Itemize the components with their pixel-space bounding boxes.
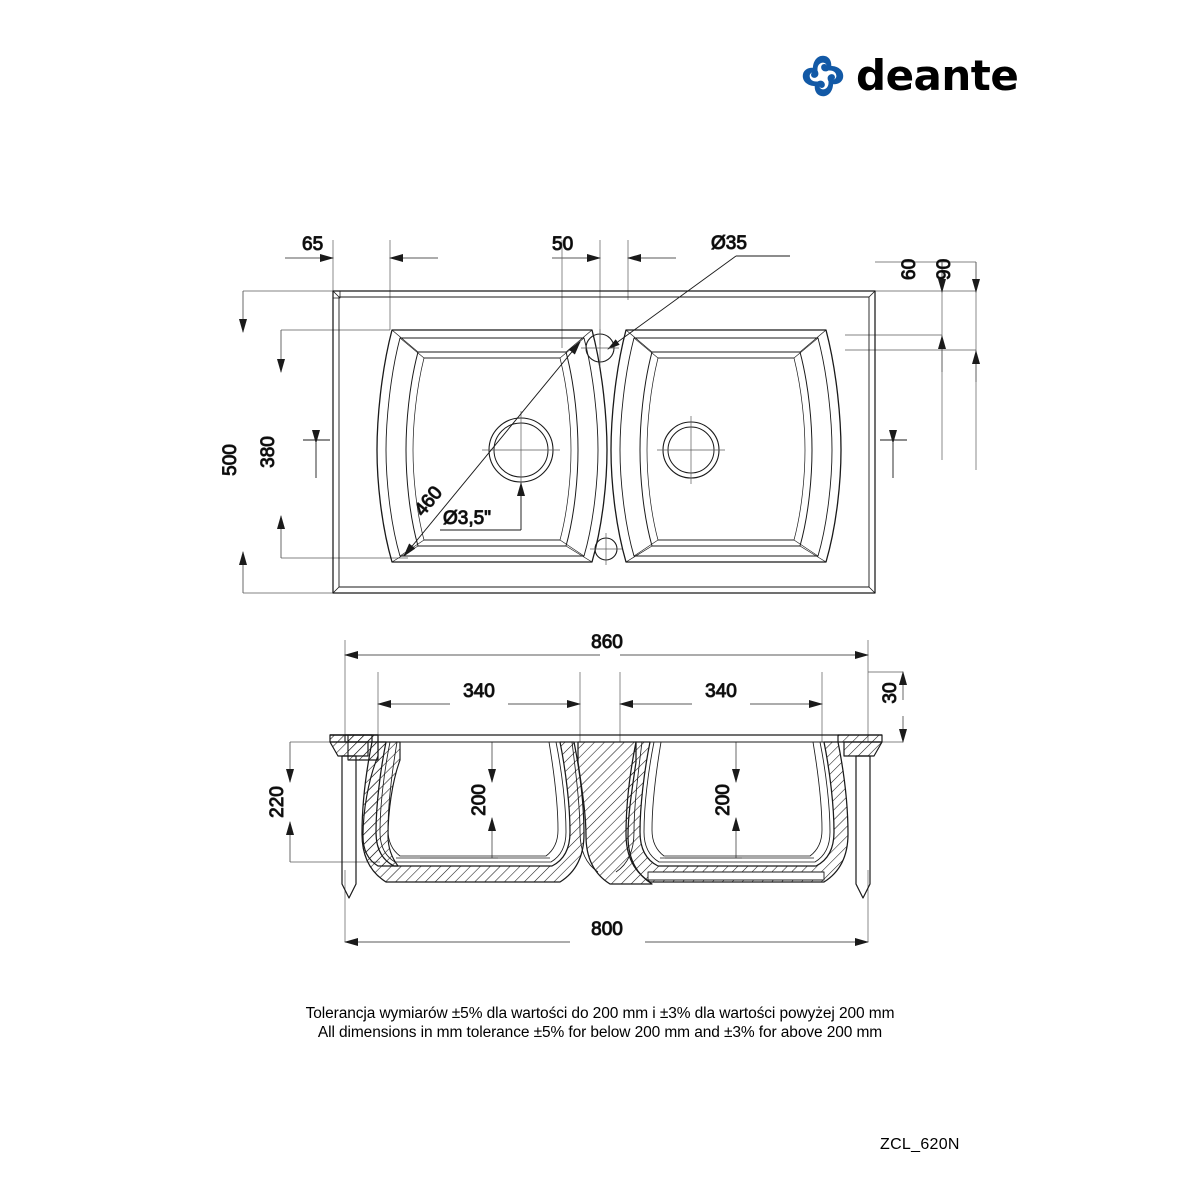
top-view: 65 50 Ø35 60 90 500 [220, 233, 980, 594]
dim-460: 460 [403, 341, 581, 557]
dim-50: 50 [552, 234, 676, 262]
product-code: ZCL_620N [880, 1136, 960, 1153]
tap-hole [581, 329, 619, 367]
top-view-witness-lines [243, 240, 977, 594]
dim-dia35: Ø35 [607, 233, 790, 350]
tolerance-note: Tolerancja wymiarów ±5% dla wartości do … [0, 1004, 1200, 1042]
dim-200-left-label: 200 [469, 784, 490, 816]
dim-65-label: 65 [302, 234, 323, 255]
dim-340-left: 340 [377, 681, 581, 708]
dim-65: 65 [285, 234, 438, 262]
dim-30: 30 [880, 671, 907, 743]
deante-pinwheel-mark [802, 55, 844, 97]
dim-drain: Ø3,5" [440, 482, 525, 531]
dim-60: 60 [899, 258, 946, 372]
tolerance-note-pl: Tolerancja wymiarów ±5% dla wartości do … [305, 1005, 895, 1022]
dim-340-right: 340 [619, 681, 823, 708]
dim-460-label: 460 [411, 483, 447, 521]
dim-30-label: 30 [880, 682, 901, 703]
sink-flange-outline [332, 290, 876, 594]
dim-800-label: 800 [591, 919, 623, 940]
section-view: 860 340 340 30 220 2 [267, 632, 907, 946]
dim-380-label: 380 [258, 436, 279, 468]
dim-90-label: 90 [934, 259, 955, 280]
overflow-hole [590, 533, 622, 565]
section-profile [329, 734, 883, 899]
dim-50-label: 50 [552, 234, 573, 255]
dim-90: 90 [934, 258, 980, 382]
left-bowl-drain [482, 411, 560, 489]
dim-dia35-label: Ø35 [711, 233, 747, 254]
dim-860-label: 860 [591, 632, 623, 653]
brand-logo: deante [800, 45, 1019, 107]
dim-60-label: 60 [899, 259, 920, 280]
dim-200-right-label: 200 [713, 784, 734, 816]
dim-drain-label: Ø3,5" [443, 508, 491, 529]
tolerance-note-en: All dimensions in mm tolerance ±5% for b… [317, 1024, 883, 1041]
dim-200-right: 200 [713, 742, 740, 858]
right-bowl-drain [657, 416, 725, 484]
right-bowl [610, 329, 842, 563]
left-bowl [376, 329, 608, 563]
dim-500-label: 500 [220, 444, 241, 476]
dim-340-right-label: 340 [705, 681, 737, 702]
dim-500: 500 [220, 291, 247, 593]
dim-220-label: 220 [267, 786, 288, 818]
brand-wordmark: deante [856, 51, 1019, 100]
dim-860: 860 [344, 632, 869, 659]
dim-380: 380 [258, 330, 285, 558]
dim-220: 220 [267, 742, 294, 862]
dim-800: 800 [344, 919, 869, 946]
dim-200-left: 200 [469, 742, 496, 858]
dim-340-left-label: 340 [463, 681, 495, 702]
dim-380-ticks [303, 430, 907, 478]
